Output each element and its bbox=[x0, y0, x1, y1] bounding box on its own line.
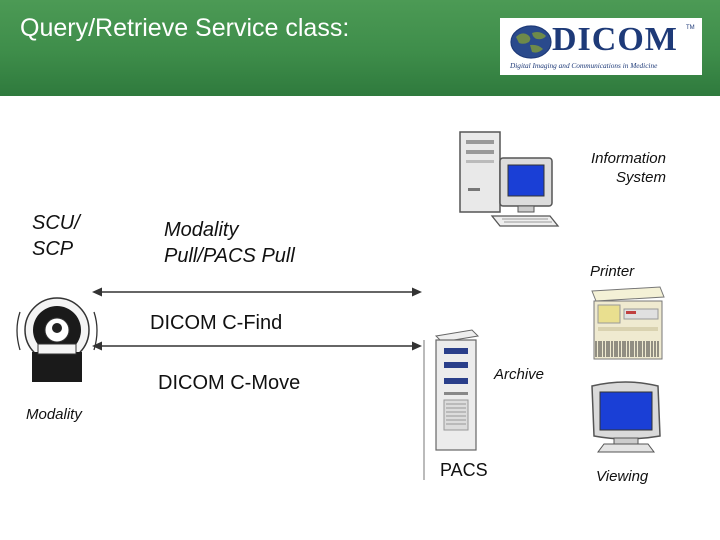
header-banner: Query/Retrieve Service class: DICOM TM D… bbox=[0, 0, 720, 96]
slide-title: Query/Retrieve Service class: bbox=[20, 14, 350, 42]
pacs-divider-line bbox=[423, 340, 425, 480]
modality-label: Modality bbox=[26, 406, 82, 423]
dicom-globe-icon bbox=[510, 25, 552, 59]
c-find-label: DICOM C-Find bbox=[150, 312, 283, 334]
viewing-monitor-icon bbox=[591, 381, 661, 453]
info-line1: Information bbox=[590, 150, 666, 167]
printer-label: Printer bbox=[590, 263, 635, 280]
info-line2: System bbox=[615, 169, 666, 186]
scu-scp-label: SCU/ SCP bbox=[32, 210, 80, 262]
dicom-logo-tagline: Digital Imaging and Communications in Me… bbox=[510, 61, 658, 70]
c-move-label: DICOM C-Move bbox=[158, 372, 301, 394]
pacs-server-icon bbox=[434, 329, 480, 451]
printer-icon bbox=[591, 286, 665, 360]
dicom-logo: DICOM TM Digital Imaging and Communicati… bbox=[500, 18, 702, 75]
workstation-icon bbox=[459, 131, 560, 227]
archive-label: Archive bbox=[494, 366, 545, 383]
trademark-mark: TM bbox=[686, 25, 695, 31]
c-find-arrow bbox=[92, 287, 422, 297]
viewing-label: Viewing bbox=[596, 468, 649, 485]
modality-scanner-icon bbox=[16, 297, 98, 382]
pull-line1: Modality bbox=[164, 219, 239, 241]
pull-label: Modality Pull/PACS Pull bbox=[164, 217, 295, 269]
information-system-label: Information System bbox=[560, 149, 666, 187]
pacs-label: PACS bbox=[440, 460, 488, 480]
pull-line2: Pull/PACS Pull bbox=[164, 245, 295, 267]
c-move-arrow bbox=[92, 341, 422, 351]
dicom-logo-text: DICOM bbox=[552, 21, 678, 58]
scu-scp-line2: SCP bbox=[32, 238, 74, 260]
scu-scp-line1: SCU/ bbox=[32, 212, 80, 234]
